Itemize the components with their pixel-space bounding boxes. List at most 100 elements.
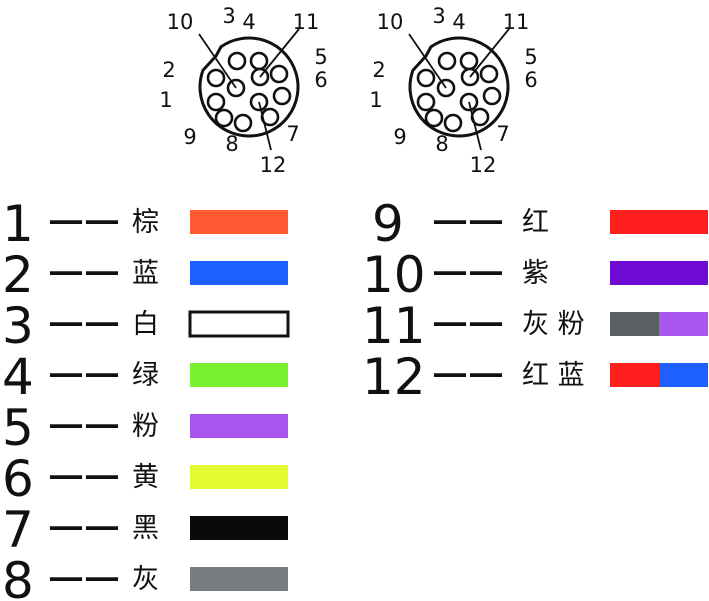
legend-pin-number: 8 — [2, 552, 34, 601]
legend-dash: —— — [48, 407, 120, 441]
legend-row-pin-12: 12——红 蓝 — [362, 348, 708, 406]
legend-row-pin-11: 11—— 灰 粉 — [362, 297, 708, 355]
legend-color-name: 红 蓝 — [522, 360, 585, 391]
pin-4-label: 4 — [242, 10, 255, 34]
legend-dash: —— — [48, 305, 120, 339]
pin-1-label: 1 — [159, 88, 172, 112]
pin-6-label: 6 — [314, 68, 327, 92]
legend-color-name: 紫 — [522, 258, 549, 289]
pin-4-label: 4 — [452, 10, 465, 34]
pin-3-socket — [227, 51, 247, 71]
pin-1-label: 1 — [369, 88, 382, 112]
pin-10-label: 10 — [167, 10, 194, 34]
pin-11-label: 11 — [293, 10, 320, 34]
pin-4-socket — [459, 51, 479, 71]
pin-10-leader — [408, 33, 447, 89]
legend-color-swatch — [659, 363, 708, 387]
legend-color-swatch — [188, 310, 290, 338]
legend-pin-number: 11 — [362, 297, 426, 355]
legend-color-swatch — [190, 567, 288, 591]
legend-dash: —— — [48, 356, 120, 390]
legend-color-swatch — [190, 210, 288, 234]
legend-dash: —— — [432, 356, 504, 390]
legend-pin-number: 9 — [372, 195, 404, 253]
legend-row-pin-3: 3 —— 白 — [2, 297, 290, 355]
legend-color-name: 黑 — [132, 513, 159, 544]
legend-pin-number: 2 — [2, 246, 34, 304]
legend-color-swatch — [190, 261, 288, 285]
legend-row-pin-1: 1 —— 棕 — [2, 195, 288, 253]
pin-9-label: 9 — [393, 125, 406, 149]
pin-11-leader — [259, 28, 300, 78]
legend-dash: —— — [48, 458, 120, 492]
legend-color-name: 白 — [132, 309, 159, 340]
pin-11-leader — [469, 28, 510, 78]
pin-3-label: 3 — [432, 4, 445, 28]
legend-dash: —— — [48, 560, 120, 594]
pin-9-socket — [214, 108, 234, 128]
pin-2-socket — [416, 68, 436, 88]
legend-color-swatch — [610, 312, 659, 336]
pin-9-socket — [424, 108, 444, 128]
pin-9-label: 9 — [183, 125, 196, 149]
legend-pin-number: 10 — [362, 246, 426, 304]
legend-color-swatch — [610, 261, 708, 285]
legend-color-swatch — [190, 363, 288, 387]
pin-1-socket — [206, 92, 226, 112]
legend-pin-number: 4 — [2, 348, 34, 406]
legend-color-name: 绿 — [132, 360, 159, 391]
legend-row-pin-6: 6 —— 黄 — [2, 450, 288, 508]
legend-pin-number: 7 — [2, 501, 34, 559]
legend-color-swatch — [190, 414, 288, 438]
pin-2-label: 2 — [162, 58, 175, 82]
legend-color-name: 粉 — [132, 411, 159, 442]
legend-color-swatch — [659, 312, 708, 336]
legend-dash: —— — [432, 305, 504, 339]
pin-10-label: 10 — [377, 10, 404, 34]
pin-8-label: 8 — [225, 132, 238, 156]
legend-dash: —— — [48, 509, 120, 543]
legend-row-pin-10: 10—— 紫 — [362, 246, 708, 304]
wire-color-legend: 1——棕2——蓝3——白4——绿5——粉6——黄7——黑8——灰9——红10——… — [2, 195, 708, 601]
legend-dash: —— — [432, 203, 504, 237]
pin-12-leader — [468, 101, 482, 151]
pin-5-socket — [479, 64, 499, 84]
pin-2-label: 2 — [372, 58, 385, 82]
pin-5-label: 5 — [314, 45, 327, 69]
pin-1-socket — [416, 92, 436, 112]
legend-color-name: 灰 粉 — [522, 309, 585, 340]
legend-color-swatch — [610, 363, 659, 387]
pin-8-socket — [443, 113, 463, 133]
legend-pin-number: 6 — [2, 450, 34, 508]
legend-dash: —— — [48, 254, 120, 288]
legend-row-pin-4: 4 —— 绿 — [2, 348, 288, 406]
pin-7-label: 7 — [286, 122, 299, 146]
legend-color-name: 灰 — [132, 564, 159, 595]
legend-color-name: 红 — [522, 207, 549, 238]
legend-pin-number: 1 — [2, 195, 34, 253]
legend-color-swatch — [190, 516, 288, 540]
legend-dash: —— — [48, 203, 120, 237]
legend-pin-number: 5 — [2, 399, 34, 457]
pin-2-socket — [206, 68, 226, 88]
pin-4-socket — [249, 51, 269, 71]
pin-12-leader — [258, 101, 272, 151]
legend-row-pin-8: 8 —— 灰 — [2, 552, 288, 601]
legend-row-pin-5: 5 —— 粉 — [2, 399, 288, 457]
pin-8-socket — [233, 113, 253, 133]
pin-11-label: 11 — [503, 10, 530, 34]
pin-10-leader — [198, 33, 237, 89]
legend-pin-number: 3 — [2, 297, 34, 355]
legend-color-name: 棕 — [132, 207, 159, 238]
pin-7-label: 7 — [496, 122, 509, 146]
legend-color-name: 黄 — [132, 462, 159, 493]
legend-color-name: 蓝 — [132, 258, 159, 289]
legend-dash: —— — [432, 254, 504, 288]
pin-6-socket — [272, 86, 292, 106]
pin-3-label: 3 — [222, 4, 235, 28]
legend-row-pin-9: 9 —— 红 — [372, 195, 708, 253]
